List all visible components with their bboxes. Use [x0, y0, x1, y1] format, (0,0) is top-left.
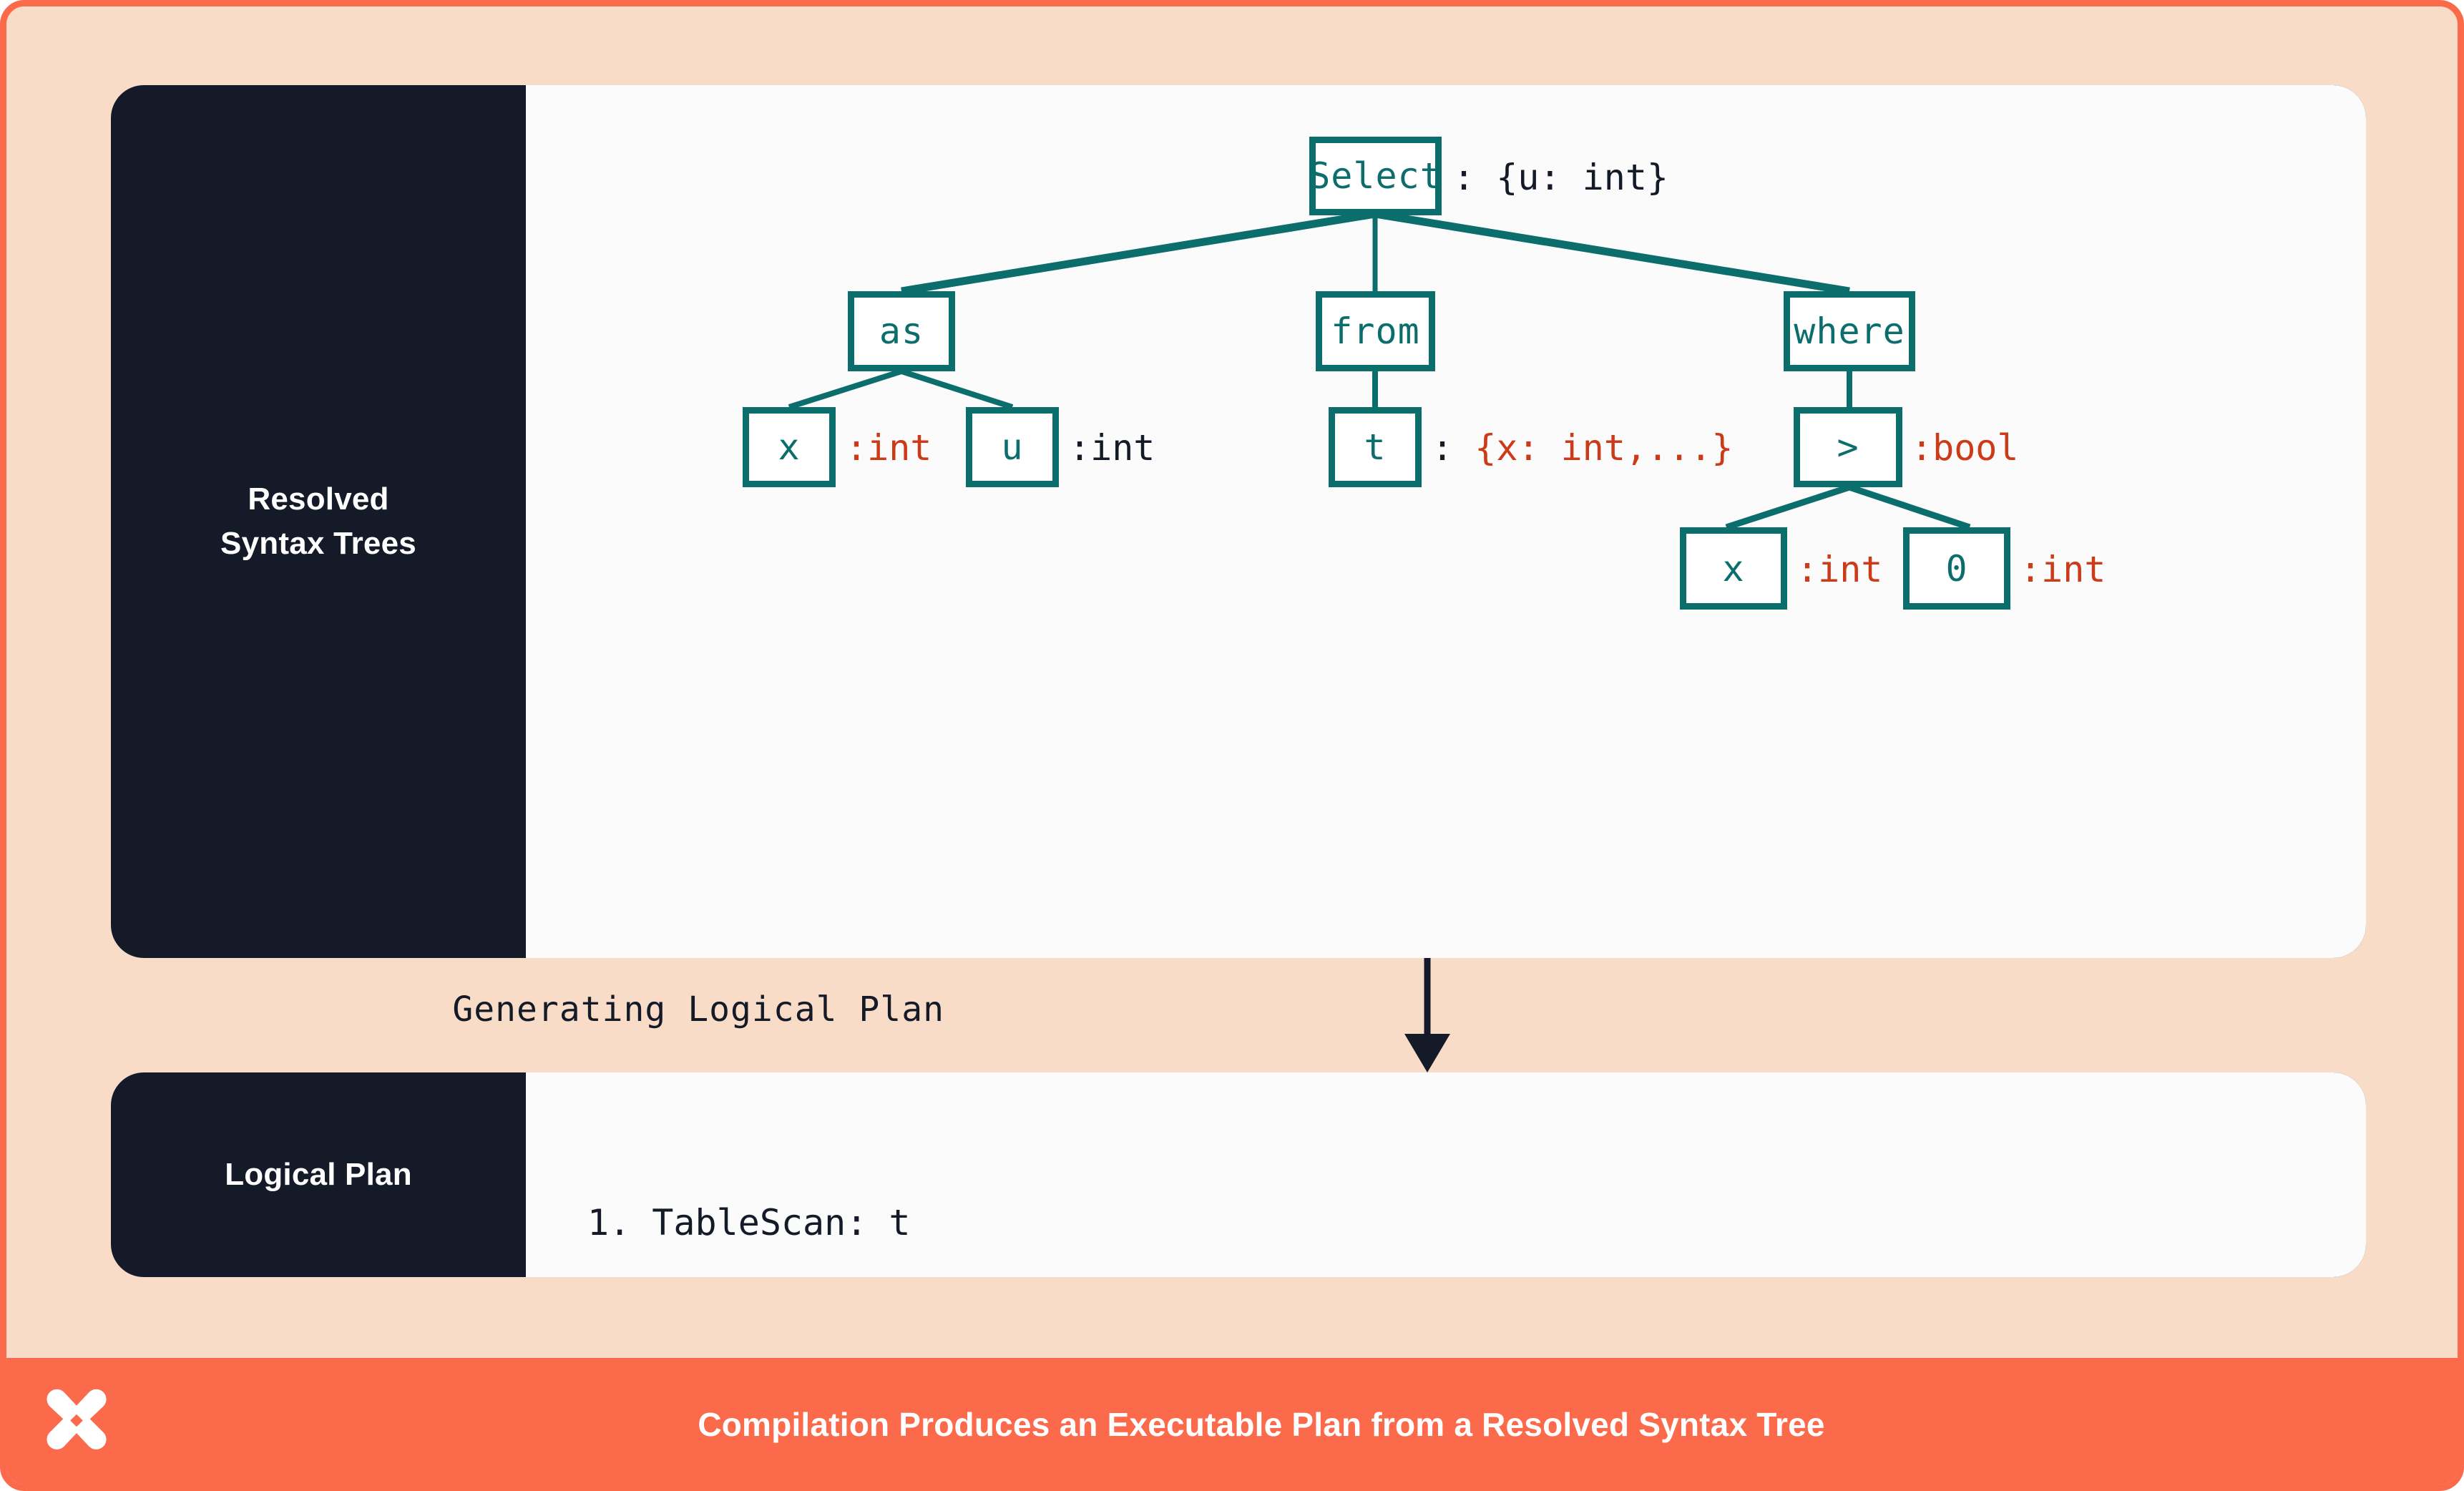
footer-bar: Compilation Produces an Executable Plan …	[6, 1358, 2458, 1485]
tree-annotation-as-x: :int	[846, 427, 932, 469]
tree-node-gt-zero-text: 0	[1945, 547, 1968, 590]
tree-node-gt[interactable]: >	[1794, 407, 1902, 487]
logical-plan-label: Logical Plan	[111, 1072, 526, 1277]
tree-edges	[788, 210, 1971, 531]
tree-node-as-x[interactable]: x	[743, 407, 836, 487]
tree-node-from[interactable]: from	[1316, 291, 1435, 371]
tree-annotation-as-u: :int	[1069, 427, 1155, 469]
tree-annotation-gt-x: :int	[1796, 549, 1883, 590]
logical-plan-steps: 1. TableScan: t 2. Filter: t.x > 0 3. Pr…	[587, 1104, 1082, 1277]
tree-node-select-text: Select	[1309, 155, 1442, 197]
tree-node-as[interactable]: as	[848, 291, 955, 371]
tree-node-gt-zero[interactable]: 0	[1903, 527, 2010, 610]
logical-plan-panel: 1. TableScan: t 2. Filter: t.x > 0 3. Pr…	[526, 1072, 2366, 1277]
four-pointed-star-logo-icon	[47, 1389, 107, 1450]
tree-node-as-text: as	[879, 311, 924, 352]
connector-label: Generating Logical Plan	[452, 989, 944, 1030]
logical-plan-label-text: Logical Plan	[225, 1156, 412, 1192]
generating-logical-plan-connector: Generating Logical Plan	[111, 958, 2366, 1072]
resolved-syntax-trees-label: Resolved Syntax Trees	[111, 85, 526, 958]
rst-label-line1: Resolved	[248, 481, 389, 517]
tree-node-where-text: where	[1794, 311, 1905, 352]
tree-node-from-t[interactable]: t	[1329, 407, 1422, 487]
tree-annotation-from-t: : {x: int,...}	[1432, 427, 1733, 469]
tree-node-gt-text: >	[1837, 426, 1859, 468]
tree-annotation-select: : {u: int}	[1453, 157, 1669, 198]
tree-node-as-x-text: x	[778, 426, 801, 468]
footer-title: Compilation Produces an Executable Plan …	[698, 1406, 1825, 1443]
from-t-annotation-type: {x: int,...}	[1475, 427, 1734, 469]
tree-node-as-u[interactable]: u	[966, 407, 1059, 487]
tree-node-where[interactable]: where	[1784, 291, 1915, 371]
logical-plan-card: Logical Plan 1. TableScan: t 2. Filter: …	[111, 1072, 2366, 1277]
tree-annotation-gt-zero: :int	[2020, 549, 2106, 590]
from-t-annotation-colon: :	[1432, 427, 1475, 469]
tree-node-gt-x[interactable]: x	[1680, 527, 1787, 610]
resolved-syntax-trees-card: Resolved Syntax Trees	[111, 85, 2366, 958]
tree-node-from-text: from	[1331, 311, 1420, 352]
syntax-tree-panel: Select : {u: int} as from where x :int u…	[526, 85, 2366, 958]
rst-label-line2: Syntax Trees	[220, 526, 416, 561]
tree-node-from-t-text: t	[1364, 426, 1387, 468]
tree-node-select[interactable]: Select	[1309, 137, 1442, 215]
connector-arrow-icon	[1404, 958, 1450, 1072]
plan-step: 1. TableScan: t	[587, 1202, 911, 1243]
tree-node-gt-x-text: x	[1722, 547, 1745, 590]
tree-node-as-u-text: u	[1001, 426, 1024, 468]
tree-annotation-gt: :bool	[1911, 427, 2019, 469]
